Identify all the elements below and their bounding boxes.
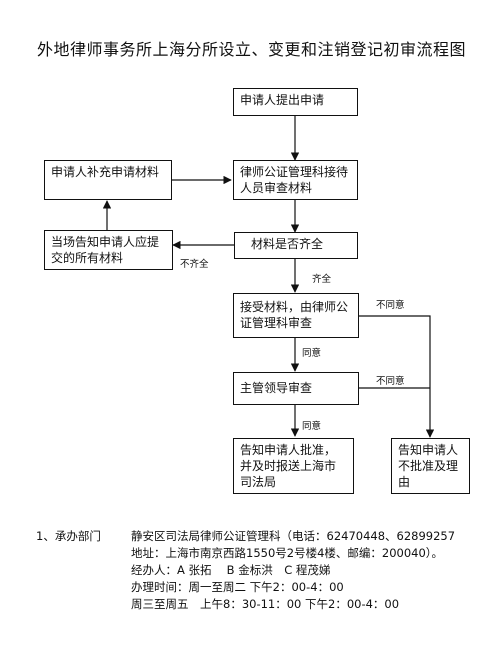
info-line-address: 地址：上海市南京西路1550号2号楼4楼、邮编：200040）。: [131, 546, 444, 560]
node-supplement: 申请人补充申请材料: [44, 160, 172, 200]
info-lines: 静安区司法局律师公证管理科（电话：62470448、62899257 地址：上海…: [131, 528, 455, 613]
node-notify-onsite: 当场告知申请人应提交的所有材料: [44, 230, 173, 270]
edge-label-agree-1: 同意: [302, 348, 322, 359]
dept-label: 1、承办部门: [36, 529, 101, 543]
info-line-phone: 静安区司法局律师公证管理科（电话：62470448、62899257: [131, 529, 456, 543]
edge-label-disagree-1: 不同意: [376, 300, 405, 311]
node-notify-reject: 告知申请人不批准及理由: [391, 438, 470, 494]
edge-label-disagree-2: 不同意: [376, 376, 405, 387]
node-complete-check: 材料是否齐全: [234, 232, 358, 259]
node-notify-approve: 告知申请人批准，并及时报送上海市司法局: [233, 438, 354, 494]
page-title: 外地律师事务所上海分所设立、变更和注销登记初审流程图: [36, 40, 466, 59]
arrow-accept-to-reject: [359, 315, 435, 438]
info-line-handlers: 经办人：A 张拓 B 金标洪 C 程茂娣: [131, 563, 331, 577]
edge-label-incomplete: 不齐全: [180, 259, 209, 270]
node-leader-review: 主管领导审查: [233, 372, 359, 405]
info-line-hours-1: 办理时间：周一至周二 下午2：00-4：00: [131, 580, 344, 594]
info-line-hours-2: 周三至周五 上午8：30-11：00 下午2：00-4：00: [131, 597, 400, 611]
node-section-review: 律师公证管理科接待人员审查材料: [233, 160, 358, 200]
node-applicant-submit: 申请人提出申请: [233, 88, 358, 116]
node-accept: 接受材料，由律师公证管理科审查: [233, 293, 359, 338]
edge-label-complete: 齐全: [312, 274, 332, 285]
edge-label-agree-2: 同意: [302, 421, 322, 432]
